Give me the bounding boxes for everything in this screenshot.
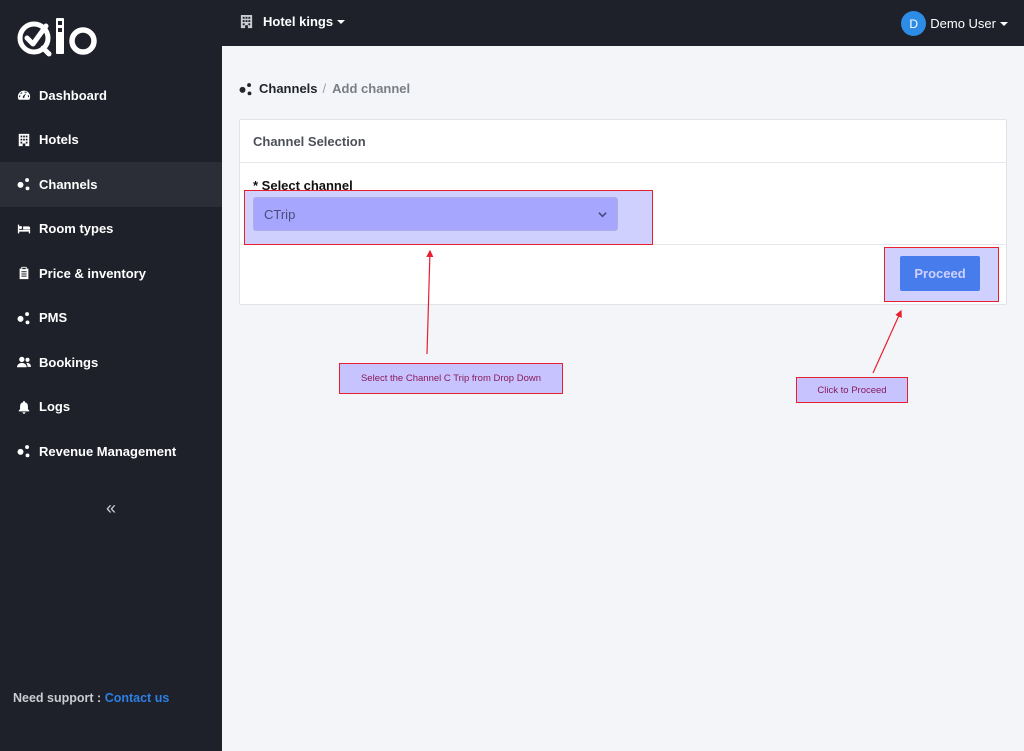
caret-down-icon bbox=[1000, 21, 1008, 26]
hotel-name: Hotel kings bbox=[263, 14, 334, 29]
qlo-logo[interactable] bbox=[16, 14, 100, 60]
users-icon bbox=[17, 355, 31, 369]
channel-select-value: CTrip bbox=[264, 206, 296, 222]
dashboard-icon bbox=[17, 88, 31, 102]
bed-icon bbox=[17, 222, 31, 236]
sidebar-item-channels[interactable]: Channels bbox=[0, 162, 222, 207]
contact-us-link[interactable]: Contact us bbox=[104, 691, 170, 705]
sidebar-item-room-types[interactable]: Room types bbox=[0, 207, 222, 252]
hotel-icon bbox=[17, 133, 31, 147]
hotel-selector[interactable]: Hotel kings bbox=[239, 14, 346, 29]
channel-selection-card: Channel Selection * Select channel CTrip bbox=[239, 119, 1007, 305]
sidebar-item-revenue-management[interactable]: Revenue Management bbox=[0, 429, 222, 474]
proceed-button[interactable]: Proceed bbox=[900, 256, 980, 291]
clipboard-icon bbox=[17, 266, 31, 280]
sidebar-item-label: Room types bbox=[39, 221, 114, 237]
breadcrumb: Channels / Add channel bbox=[239, 81, 410, 96]
sidebar-item-logs[interactable]: Logs bbox=[0, 385, 222, 430]
pms-icon bbox=[17, 311, 31, 325]
sidebar-item-bookings[interactable]: Bookings bbox=[0, 340, 222, 385]
sidebar-item-label: Hotels bbox=[39, 132, 79, 148]
collapse-sidebar-button[interactable]: « bbox=[105, 498, 116, 518]
breadcrumb-channels-link[interactable]: Channels bbox=[259, 81, 318, 96]
breadcrumb-separator: / bbox=[322, 81, 327, 96]
sidebar-item-label: Channels bbox=[39, 176, 98, 192]
breadcrumb-current: Add channel bbox=[332, 81, 411, 96]
proceed-highlight-box bbox=[884, 247, 999, 302]
sidebar-item-label: PMS bbox=[39, 310, 68, 326]
user-name: Demo User bbox=[930, 16, 996, 31]
sidebar-item-label: Revenue Management bbox=[39, 443, 177, 459]
card-title: Channel Selection bbox=[240, 120, 1006, 163]
sidebar-item-label: Bookings bbox=[39, 354, 99, 370]
revenue-icon bbox=[17, 444, 31, 458]
select-highlight-box bbox=[244, 190, 653, 245]
topbar: Hotel kings D Demo User bbox=[222, 0, 1024, 46]
sidebar-nav: Dashboard Hotels Channels Room types Pri… bbox=[0, 73, 222, 474]
channels-icon bbox=[17, 177, 31, 191]
hotel-building-icon bbox=[240, 14, 253, 29]
sidebar-item-price-inventory[interactable]: Price & inventory bbox=[0, 251, 222, 296]
sidebar-item-label: Price & inventory bbox=[39, 265, 146, 281]
sidebar-item-pms[interactable]: PMS bbox=[0, 296, 222, 341]
card-body: * Select channel CTrip bbox=[240, 163, 1006, 245]
bell-icon bbox=[17, 400, 31, 414]
proceed-note: Click to Proceed bbox=[796, 377, 908, 403]
sidebar-item-dashboard[interactable]: Dashboard bbox=[0, 73, 222, 118]
select-channel-note: Select the Channel C Trip from Drop Down bbox=[339, 363, 563, 394]
avatar: D bbox=[901, 11, 927, 36]
sidebar-item-label: Dashboard bbox=[39, 87, 107, 103]
channels-icon bbox=[239, 82, 252, 95]
select-channel-label: * Select channel bbox=[253, 178, 353, 193]
chevron-down-icon bbox=[598, 212, 607, 218]
sidebar-item-label: Logs bbox=[39, 399, 71, 415]
sidebar-item-hotels[interactable]: Hotels bbox=[0, 118, 222, 163]
caret-down-icon bbox=[337, 19, 346, 24]
channel-select[interactable]: CTrip bbox=[253, 197, 618, 231]
support-text: Need support : Contact us bbox=[13, 691, 169, 705]
user-menu[interactable]: D Demo User bbox=[901, 11, 1008, 36]
support-label: Need support : bbox=[13, 691, 102, 705]
sidebar: Dashboard Hotels Channels Room types Pri… bbox=[0, 0, 222, 751]
